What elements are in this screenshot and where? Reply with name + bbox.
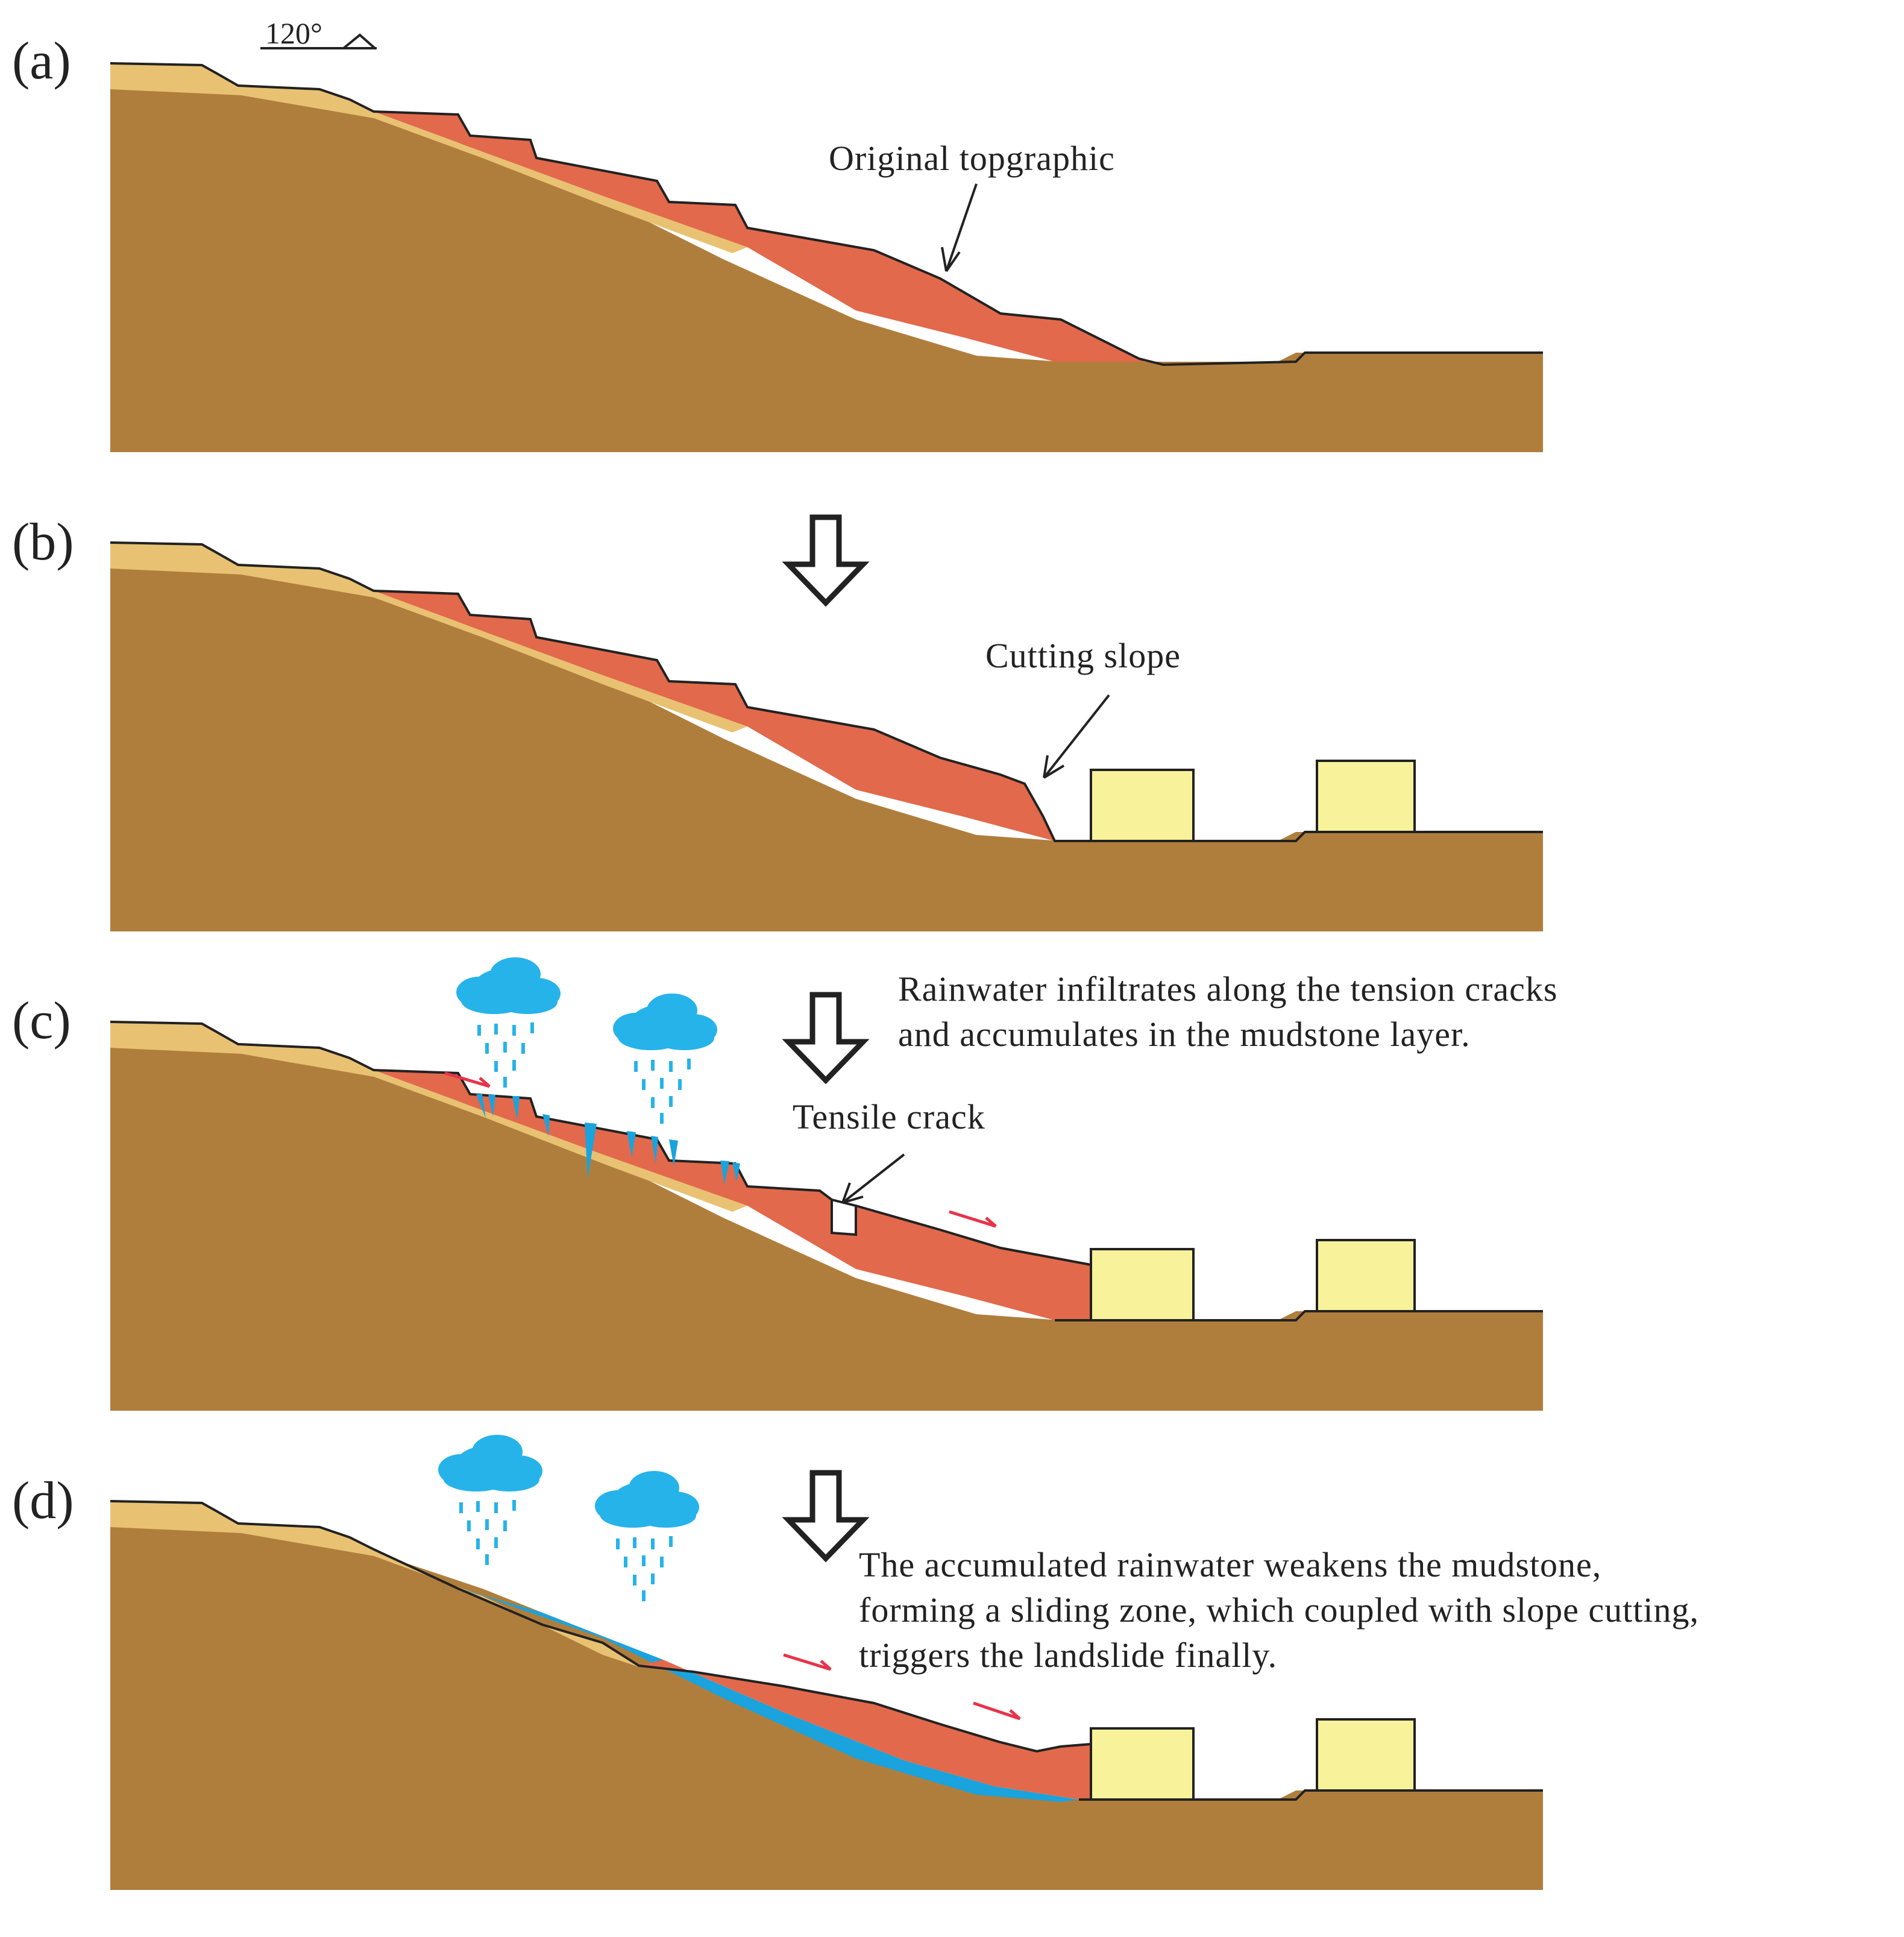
step-arrow-b: [788, 517, 863, 603]
bedrock-a: [110, 84, 1543, 452]
house-2-d: [1316, 1718, 1416, 1792]
annotation-arrow-c: [841, 1153, 905, 1204]
azimuth-symbol: [342, 33, 376, 49]
soil-layer-c: [110, 1022, 747, 1212]
house-2-b: [1316, 760, 1416, 833]
annotation-arrow-b: [1043, 694, 1110, 779]
house-1-b: [1090, 769, 1195, 842]
annotation-original-topographic: Original topgraphic: [829, 139, 1115, 178]
topography-line-a: [110, 62, 1543, 367]
topography-line-b: [110, 541, 1543, 842]
soil-layer-b: [110, 543, 747, 732]
slip-arrow-c-2: [949, 1210, 997, 1228]
slip-arrow-d-1: [783, 1653, 832, 1671]
description-c-line-2: and accumulates in the mudstone layer.: [898, 1015, 1471, 1054]
rain-cloud-d-1: [438, 1435, 542, 1565]
description-d-line-3: triggers the landslide finally.: [859, 1636, 1277, 1675]
step-arrow-d: [788, 1473, 863, 1558]
house-2-c: [1316, 1239, 1416, 1312]
azimuth-label: 120°: [265, 16, 322, 50]
panel-c: Tensile crack (c) Rainwater infiltrates …: [12, 957, 1557, 1411]
panel-label-b: (b): [12, 513, 74, 572]
panel-d: (d) The accumulated rainwater weakens th…: [12, 1435, 1699, 1890]
tensile-crack: [831, 1198, 857, 1236]
panel-label-d: (d): [12, 1472, 74, 1530]
landslide-body-a: [374, 112, 1145, 362]
panel-label-a: (a): [12, 32, 71, 90]
soil-layer-d: [110, 1501, 639, 1667]
panel-b: Cutting slope (b): [12, 513, 1543, 931]
landslide-body-d: [639, 1660, 1091, 1800]
bedrock-d: [110, 1522, 1543, 1890]
bedrock-b: [110, 564, 1543, 931]
soil-layer-a: [110, 63, 747, 253]
rain-cloud-d-2: [595, 1471, 699, 1601]
panel-a: Original topgraphic (a) 120°: [12, 16, 1543, 452]
slip-arrow-d-2: [973, 1701, 1021, 1721]
bedrock-c: [110, 1043, 1543, 1411]
house-1-d: [1090, 1727, 1195, 1801]
landslide-body-c: [374, 1070, 1091, 1320]
step-arrow-c: [788, 995, 863, 1080]
annotation-arrow-a: [945, 183, 978, 272]
description-d-line-1: The accumulated rainwater weakens the mu…: [859, 1545, 1601, 1584]
slip-arrow-c-1: [444, 1071, 491, 1088]
water-filled-cracks: [476, 1094, 740, 1185]
annotation-cutting-slope: Cutting slope: [985, 636, 1181, 675]
description-c-line-1: Rainwater infiltrates along the tension …: [898, 969, 1557, 1009]
rain-cloud-c-2: [613, 994, 717, 1124]
sliding-zone: [449, 1586, 1079, 1802]
panel-label-c: (c): [12, 992, 71, 1050]
annotation-tensile-crack: Tensile crack: [793, 1097, 985, 1136]
description-d-line-2: forming a sliding zone, which coupled wi…: [859, 1590, 1699, 1630]
landslide-body-b: [374, 591, 1055, 841]
house-1-c: [1090, 1248, 1195, 1321]
rain-cloud-c-1: [456, 957, 561, 1088]
